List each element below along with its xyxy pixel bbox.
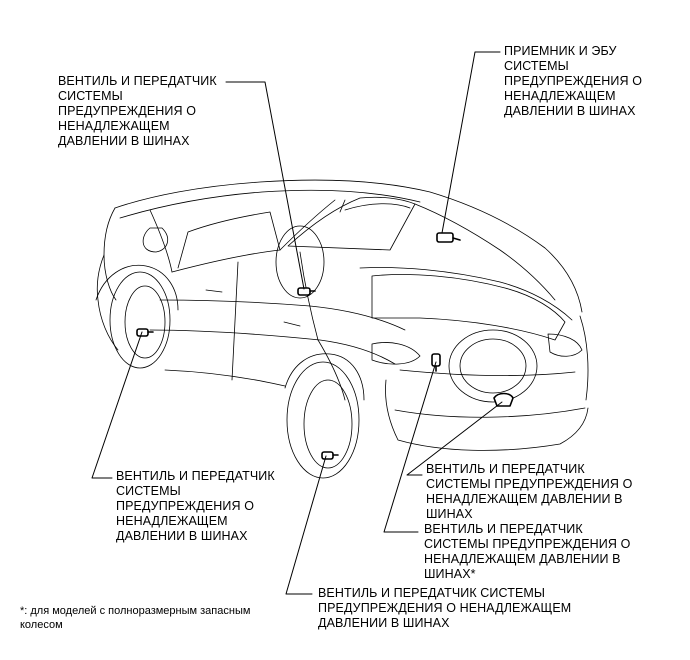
car-body-outline: [95, 179, 589, 479]
rear-left-valve-marker: [431, 353, 441, 372]
front-left-valve-label: ВЕНТИЛЬ И ПЕРЕДАТЧИК СИСТЕМЫ ПРЕДУПРЕЖДЕ…: [58, 74, 217, 148]
spare-valve-marker: [493, 392, 514, 407]
rear-left-valve-label: ВЕНТИЛЬ И ПЕРЕДАТЧИК СИСТЕМЫ ПРЕДУПРЕЖДЕ…: [426, 462, 633, 521]
front-right-valve-marker: [136, 328, 154, 337]
leader-lines: [91, 51, 503, 595]
front-left-valve-marker: [297, 287, 316, 296]
footnote: *: для моделей с полноразмерным запасным…: [20, 605, 251, 631]
component-markers: [136, 232, 514, 460]
spare-valve-label: ВЕНТИЛЬ И ПЕРЕДАТЧИК СИСТЕМЫ ПРЕДУПРЕЖДЕ…: [424, 522, 631, 581]
receiver-ecu-marker: [436, 232, 461, 243]
receiver-ecu-label: ПРИЕМНИК И ЭБУ СИСТЕМЫ ПРЕДУПРЕЖДЕНИЯ О …: [504, 44, 643, 118]
front-right-valve-label: ВЕНТИЛЬ И ПЕРЕДАТЧИК СИСТЕМЫ ПРЕДУПРЕЖДЕ…: [116, 469, 275, 543]
rear-right-valve-marker: [321, 451, 339, 460]
rear-right-valve-label: ВЕНТИЛЬ И ПЕРЕДАТЧИК СИСТЕМЫ ПРЕДУПРЕЖДЕ…: [318, 586, 572, 630]
